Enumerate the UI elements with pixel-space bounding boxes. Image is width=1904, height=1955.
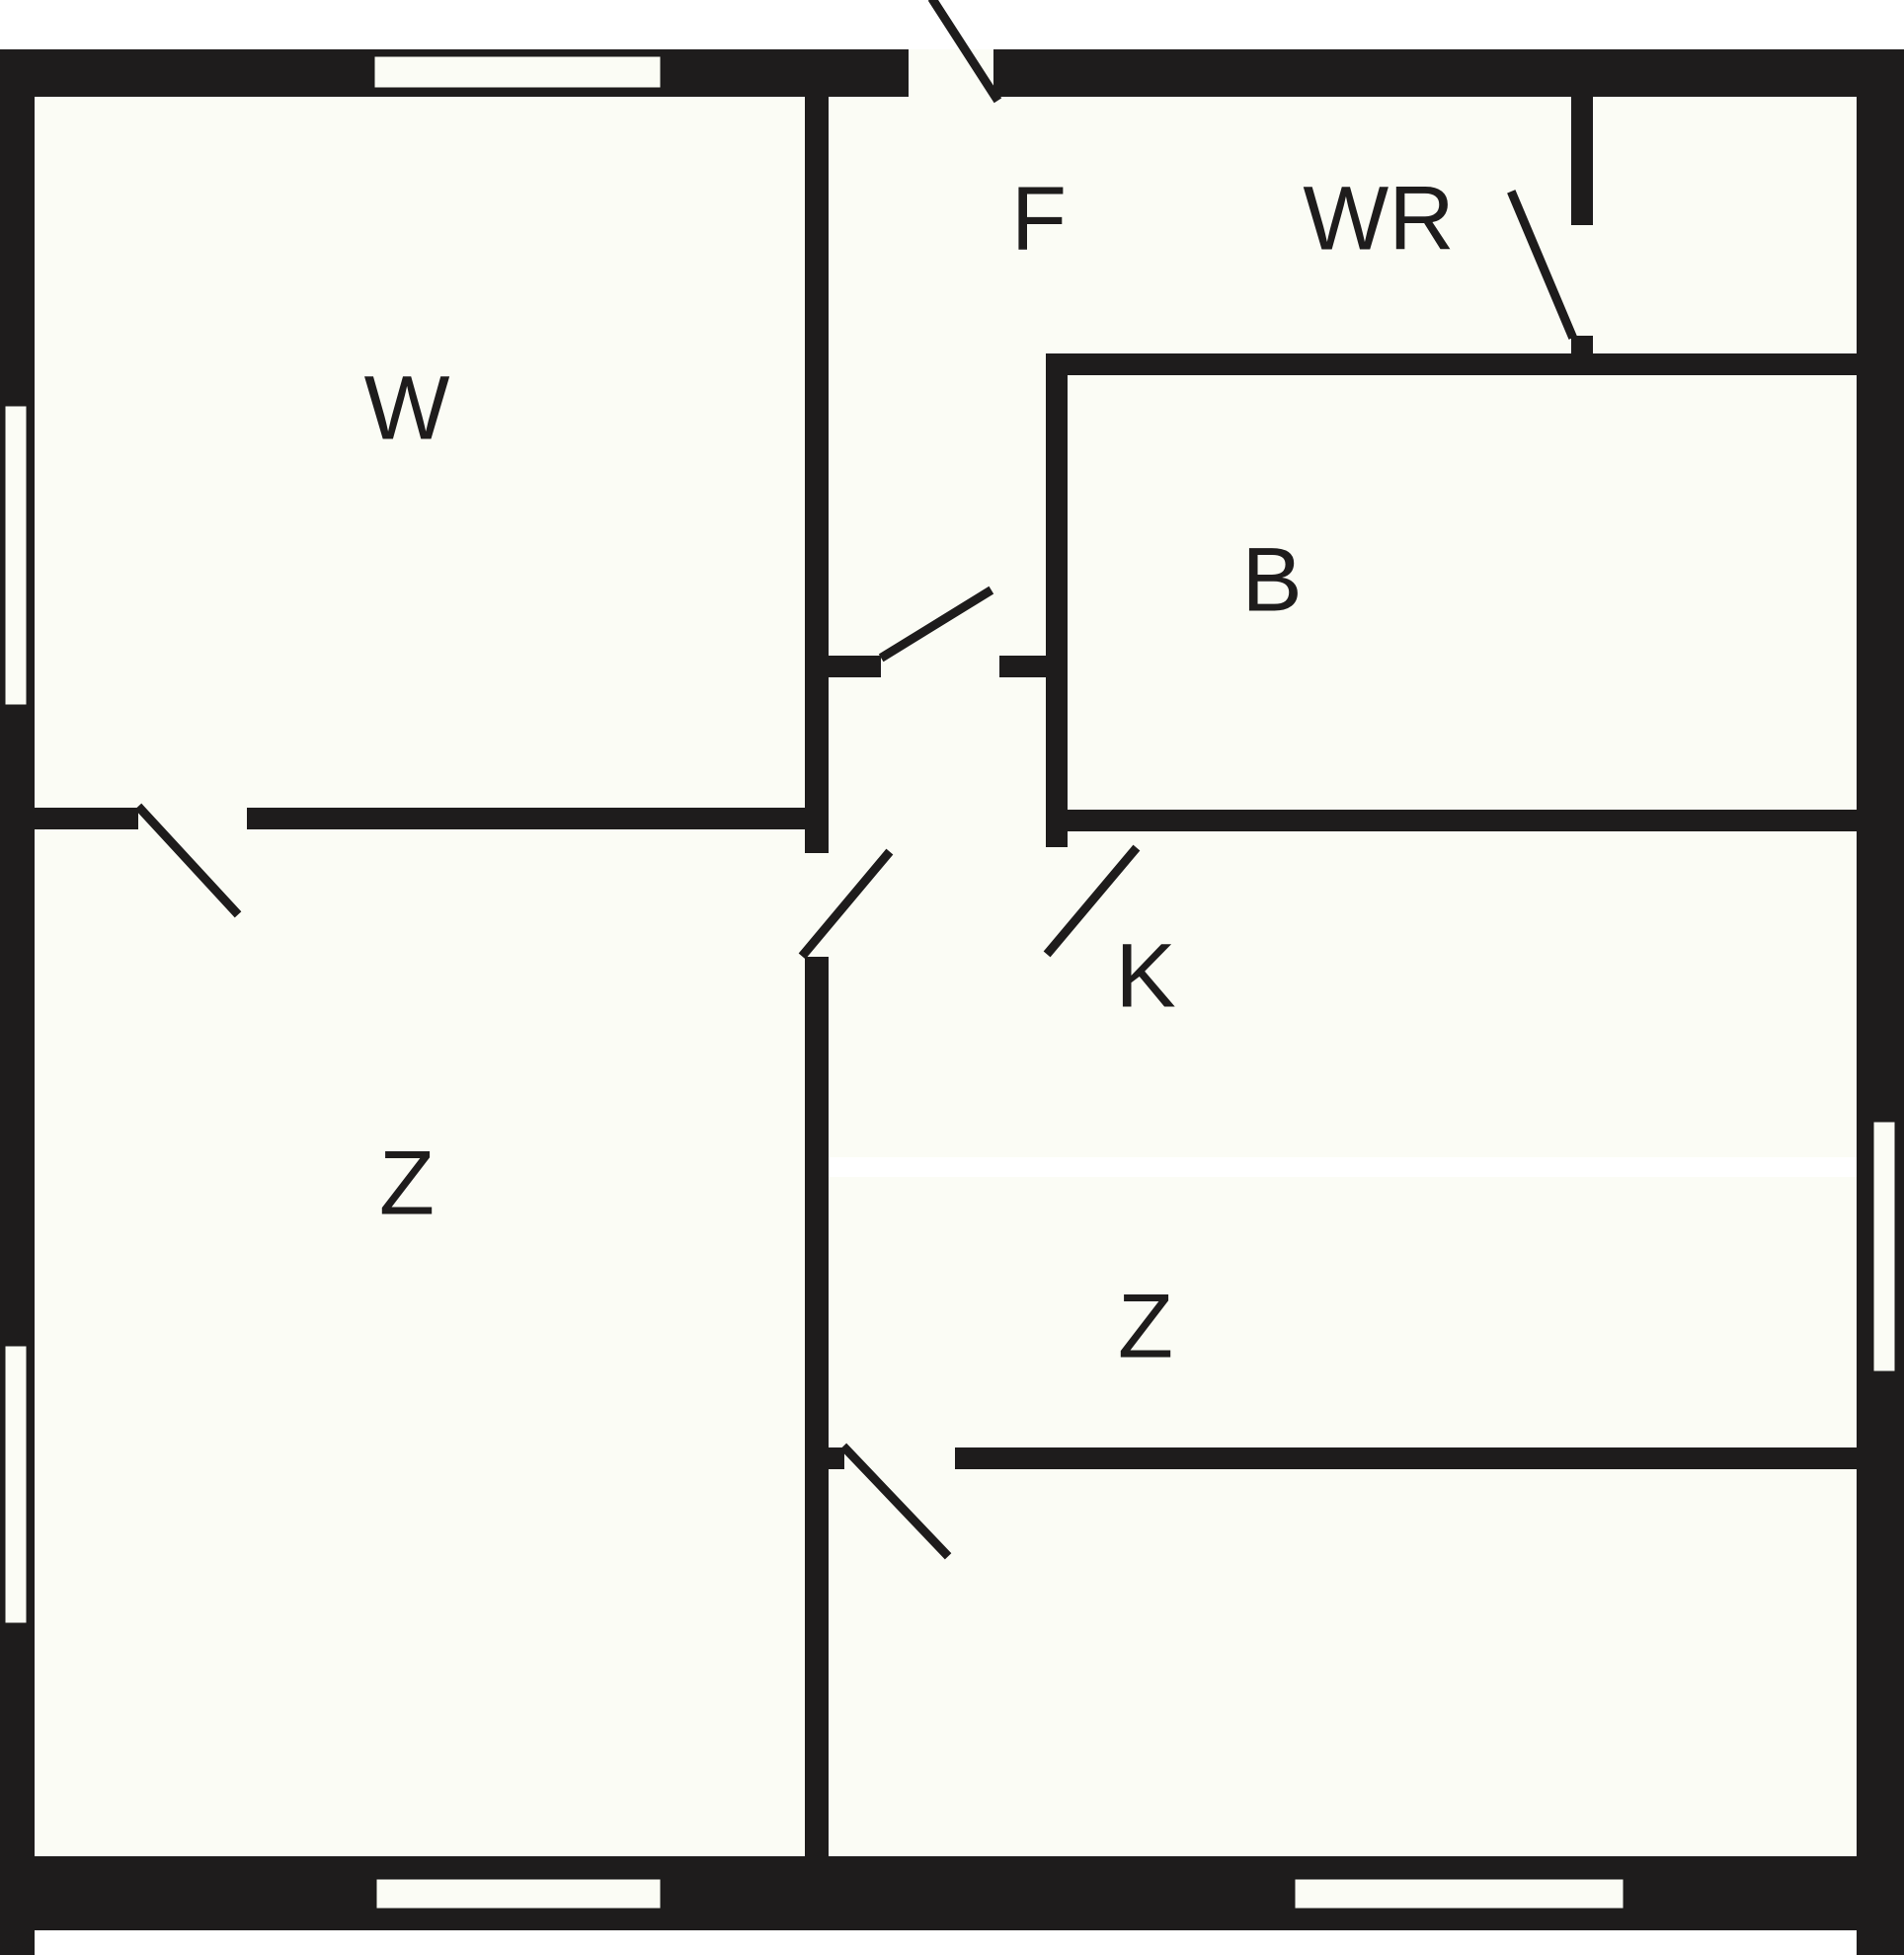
- room-label-w: W: [364, 357, 450, 458]
- room-floor-w: [35, 97, 805, 808]
- room-floor-b: [1068, 375, 1857, 810]
- wall-hall-b: [1046, 353, 1068, 855]
- window-left-upper: [2, 403, 30, 708]
- window-bottom-left: [373, 1876, 664, 1912]
- room-floor-z2: [829, 1177, 1857, 1856]
- room-labels: W F WR B K Z Z: [364, 168, 1455, 1376]
- room-label-z2: Z: [1118, 1276, 1173, 1376]
- room-label-z1: Z: [379, 1133, 435, 1233]
- room-floor-k: [829, 831, 1857, 1157]
- wall-b-k: [1046, 810, 1857, 831]
- window-bottom-right: [1292, 1876, 1626, 1912]
- room-floor-wr: [1593, 97, 1857, 353]
- window-right: [1870, 1119, 1898, 1374]
- door-swing-z1-west: [134, 803, 242, 918]
- door-gap-z2-south: [844, 1447, 955, 1469]
- door-gap-f-hall: [881, 656, 999, 677]
- window-left-lower: [2, 1343, 30, 1626]
- exterior-wall-right: [1857, 49, 1904, 1955]
- interior-walls: [35, 97, 1857, 1856]
- room-floor-hall: [829, 656, 1046, 833]
- door-swing-f-hall: [878, 586, 994, 663]
- windows: [2, 53, 1898, 1912]
- wall-vertical-main: [805, 97, 829, 1856]
- room-floor-z1: [35, 829, 805, 1856]
- wall-k-z2: [805, 1447, 1857, 1469]
- door-gap-z1-west: [138, 808, 247, 829]
- door-swings: [134, 0, 1577, 1560]
- room-label-wr: WR: [1303, 168, 1454, 269]
- door-swing-z2-south: [839, 1443, 952, 1560]
- room-label-f: F: [1011, 168, 1067, 269]
- wall-mass: [0, 49, 1904, 1955]
- window-top: [371, 53, 664, 91]
- door-swing-hall-z1: [798, 848, 894, 960]
- wall-wr-b-top: [1046, 353, 1857, 375]
- door-swing-bathroom: [1043, 844, 1141, 958]
- door-gap-bathroom: [1046, 847, 1068, 954]
- door-swing-wr: [1507, 190, 1577, 340]
- exterior-wall-left: [0, 49, 35, 1955]
- door-gap-wr: [1571, 225, 1593, 336]
- room-label-b: B: [1241, 529, 1302, 630]
- room-floor-f: [829, 97, 1571, 353]
- door-swing-entrance: [927, 0, 1002, 104]
- room-label-k: K: [1115, 925, 1175, 1026]
- room-floor-f2: [829, 353, 1046, 679]
